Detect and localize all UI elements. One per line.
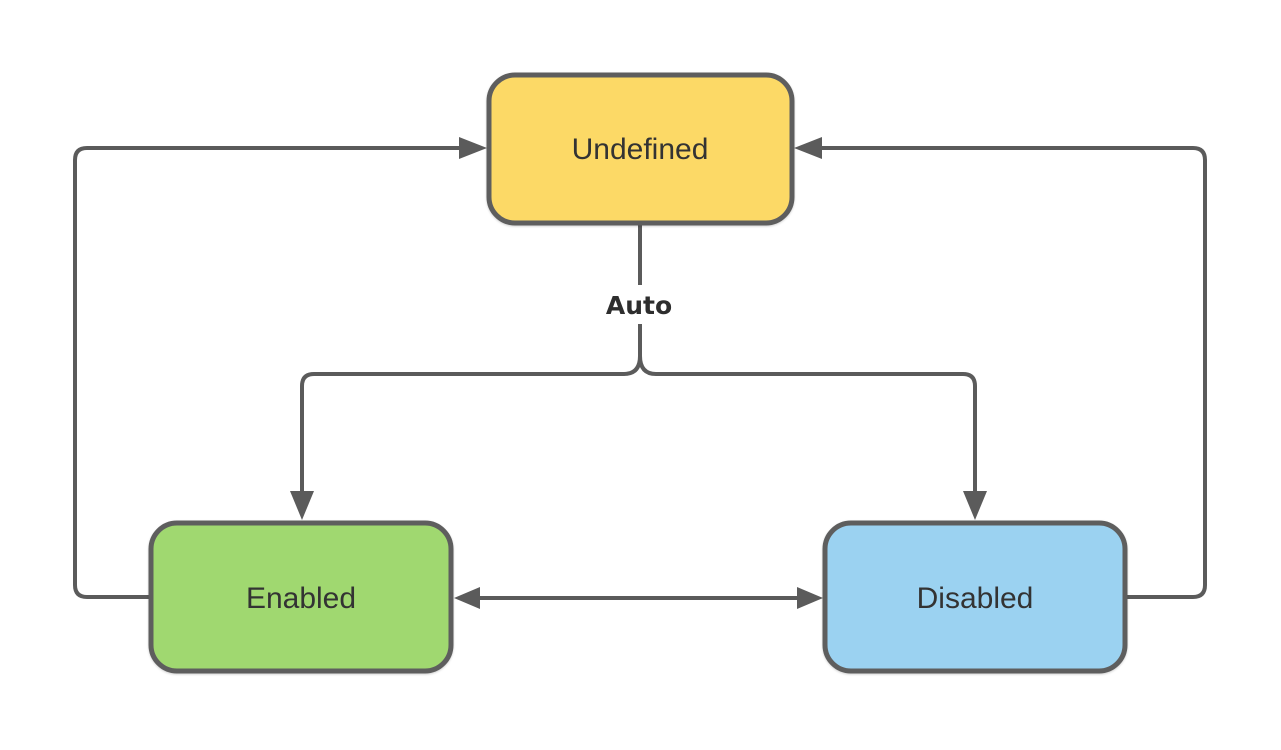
arrowhead-into-enabled-right: [454, 587, 480, 609]
node-disabled-label: Disabled: [917, 582, 1034, 615]
arrowhead-into-undefined-left: [459, 137, 487, 159]
edge-disabled-to-undefined: [822, 146, 1207, 599]
node-undefined[interactable]: Undefined: [486, 72, 795, 226]
arrowhead-into-undefined-right: [794, 137, 822, 159]
edge-undefined-branch-right: [638, 355, 977, 492]
node-undefined-shape[interactable]: [486, 72, 795, 226]
node-disabled[interactable]: Disabled: [822, 520, 1128, 674]
edge-label-background: [597, 285, 683, 324]
node-disabled-shape[interactable]: [822, 520, 1128, 674]
node-undefined-label: Undefined: [572, 133, 709, 166]
node-enabled-shape[interactable]: [148, 520, 454, 674]
edge-undefined-branch-left: [300, 355, 642, 492]
arrowhead-into-disabled-top: [963, 491, 987, 520]
node-enabled-label: Enabled: [246, 582, 356, 615]
arrowhead-into-disabled-left: [797, 587, 823, 609]
arrowhead-into-enabled-top: [290, 491, 314, 520]
edge-label-auto: Auto: [606, 291, 672, 320]
node-enabled[interactable]: Enabled: [148, 520, 454, 674]
edge-enabled-to-undefined: [73, 146, 459, 599]
